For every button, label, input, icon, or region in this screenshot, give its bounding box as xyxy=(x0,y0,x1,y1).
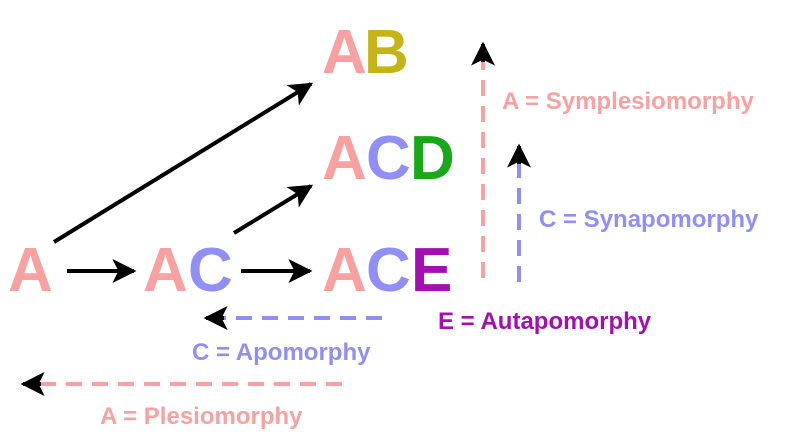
node-ab: A B xyxy=(322,18,409,87)
node-ac: A C xyxy=(143,236,233,305)
node-acd-letter-a: A xyxy=(322,124,367,193)
node-a: A xyxy=(8,236,53,305)
node-ace-letter-e: E xyxy=(411,236,452,305)
node-acd-letter-c: C xyxy=(366,124,411,193)
node-ac-letter-a: A xyxy=(143,236,188,305)
label-plesiomorphy: A = Plesiomorphy xyxy=(100,403,303,430)
node-ab-letter-b: B xyxy=(364,18,409,87)
label-apomorphy: C = Apomorphy xyxy=(192,339,371,366)
node-ab-letter-a: A xyxy=(322,18,367,87)
node-ace-letter-c: C xyxy=(366,236,411,305)
node-acd-letter-d: D xyxy=(410,124,455,193)
node-ace: A C E xyxy=(322,236,452,305)
label-synapomorphy: C = Synapomorphy xyxy=(539,206,759,233)
arrow-ac-to-acd xyxy=(232,184,314,235)
label-symplesiomorphy: A = Symplesiomorphy xyxy=(502,88,755,115)
node-ac-letter-c: C xyxy=(188,236,233,305)
node-acd: A C D xyxy=(322,124,455,193)
node-a-letter-a: A xyxy=(8,236,53,305)
arrow-a-to-ab xyxy=(52,82,314,244)
node-ace-letter-a: A xyxy=(322,236,367,305)
label-autapomorphy: E = Autapomorphy xyxy=(438,308,652,335)
